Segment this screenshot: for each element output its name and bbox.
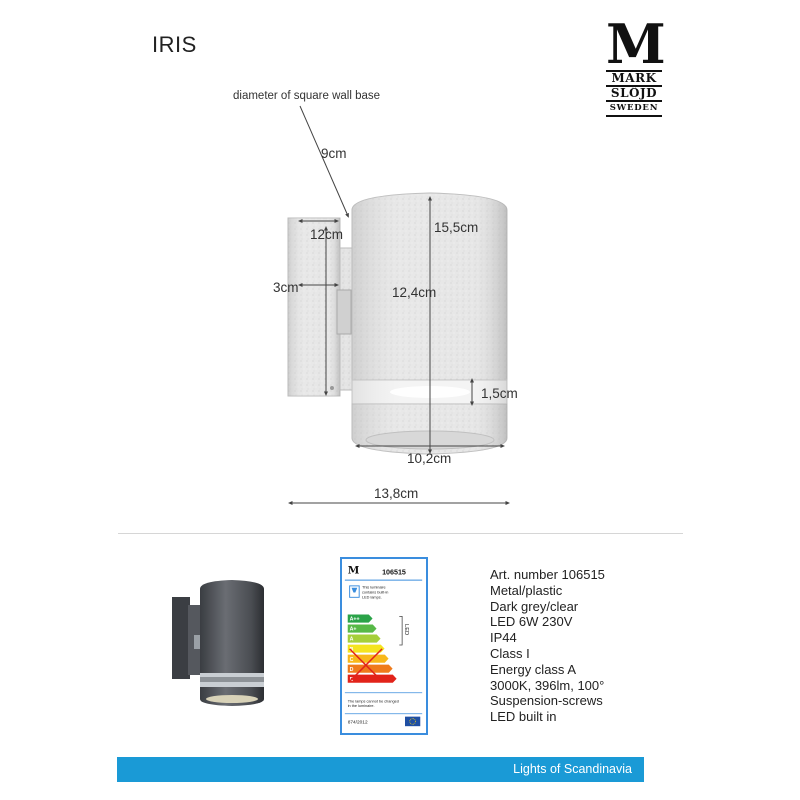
energy-label-regulation: 874/2012 [348, 719, 368, 725]
dim-total-depth: 13,8cm [374, 486, 419, 501]
spec-line: Class I [490, 645, 530, 661]
brand-logo-line1: MARK [606, 70, 662, 85]
eu-flag-icon [405, 716, 421, 727]
dimension-lines [288, 105, 510, 505]
brand-logo-line3: SWEDEN [606, 100, 662, 117]
energy-class-label: D [350, 667, 354, 673]
brand-logo-m: M [606, 12, 666, 76]
energy-label-lamp-note-2: in the luminaire. [348, 704, 375, 708]
energy-class-arrow [347, 654, 389, 663]
spec-line: LED built in [490, 709, 557, 725]
footer-bar: Lights of Scandinavia [117, 757, 644, 782]
spec-line: Art. number 106515 [490, 567, 605, 582]
spec-line: LED 6W 230V [490, 614, 573, 630]
energy-label-note-3: LED lamps. [362, 595, 382, 599]
energy-class-label: A [350, 637, 354, 643]
energy-class-arrow [347, 674, 397, 683]
wall-base-note: diameter of square wall base [233, 90, 381, 102]
technical-drawing [287, 105, 510, 505]
spec-line: Suspension-screws [490, 693, 603, 709]
footer-tagline: Lights of Scandinavia [513, 762, 632, 776]
energy-label-lamp-note-1: The lamps cannot be changed [348, 699, 399, 703]
energy-label: M 106515 This luminaire contains built-i… [340, 557, 428, 735]
dim-body-diameter: 10,2cm [407, 451, 452, 466]
spec-line: Energy class A [490, 661, 576, 677]
product-specs: Art. number 106515 Metal/plastic Dark gr… [490, 567, 605, 725]
energy-bars: A++A+ABCDE [347, 614, 397, 683]
energy-label-logo-m: M [348, 564, 360, 576]
energy-class-arrow [347, 614, 373, 623]
product-title: IRIS [152, 32, 197, 57]
section-divider [118, 533, 683, 534]
energy-class-label: A++ [350, 617, 360, 623]
wall-base-plate [287, 217, 355, 397]
energy-label-article: 106515 [382, 568, 406, 576]
energy-label-led: LED [403, 624, 409, 635]
spec-line: 3000K, 396lm, 100° [490, 677, 605, 693]
brand-logo: M MARK SLÖJD SWEDEN [606, 12, 666, 117]
spec-line: Dark grey/clear [490, 598, 579, 614]
energy-class-arrow [347, 624, 377, 633]
spec-line: IP44 [490, 630, 517, 646]
dim-base-height: 12cm [310, 227, 344, 242]
spec-line: Metal/plastic [490, 582, 563, 598]
energy-class-label: B [350, 647, 354, 653]
dim-ring-height: 1,5cm [481, 386, 518, 401]
dim-base-depth: 3cm [273, 280, 299, 295]
energy-class-arrow [347, 644, 385, 653]
energy-label-note-1: This luminaire [362, 586, 386, 590]
dim-body-height: 12,4cm [392, 285, 437, 300]
dim-base-diameter: 9cm [321, 146, 347, 161]
dim-total-height: 15,5cm [434, 220, 479, 235]
energy-class-label: A+ [350, 627, 357, 633]
energy-class-label: C [350, 657, 354, 663]
energy-label-graphic: M 106515 This luminaire contains built-i… [344, 564, 423, 727]
brand-logo-line2: SLÖJD [606, 85, 662, 100]
energy-label-note-2: contains built-in [362, 591, 388, 595]
energy-class-arrow [347, 634, 381, 643]
product-photo [172, 580, 264, 706]
